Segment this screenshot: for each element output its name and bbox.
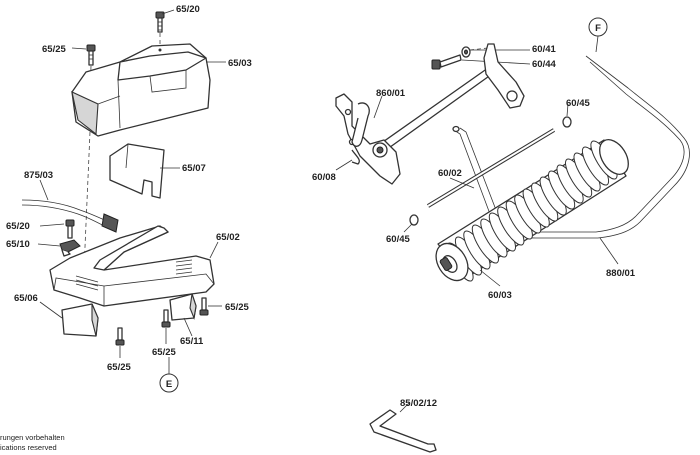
- label-65-25-right: 65/25: [225, 302, 249, 313]
- washer-60-45-right: [562, 116, 572, 128]
- screw-65-25-bottom-left: [115, 327, 125, 346]
- label-60-03: 60/03: [488, 290, 512, 301]
- foot-65-11: [169, 293, 197, 321]
- reference-f-circle: F: [588, 17, 608, 37]
- top-cover-65-03: [71, 43, 211, 137]
- label-60-45-right: 60/45: [566, 98, 590, 109]
- cable-875-03: [21, 199, 119, 233]
- bolt-60-44: [431, 54, 462, 70]
- height-adjuster-860-01: [335, 43, 525, 185]
- hex-key-85-02-12: [369, 409, 437, 453]
- vent-slots: [75, 259, 193, 291]
- label-65-11: 65/11: [180, 336, 204, 347]
- label-65-10: 65/10: [6, 239, 30, 250]
- label-65-07: 65/07: [182, 163, 206, 174]
- foot-65-06: [61, 303, 99, 337]
- label-65-20-top: 65/20: [176, 4, 200, 15]
- axle-60-02: [426, 128, 556, 208]
- label-65-03: 65/03: [228, 58, 252, 69]
- clip-65-10: [59, 239, 81, 257]
- screw-65-20-mid: [65, 219, 75, 239]
- label-65-02: 65/02: [216, 232, 240, 243]
- label-65-25-bottom-left: 65/25: [107, 362, 131, 373]
- label-60-08: 60/08: [312, 172, 336, 183]
- label-875-03: 875/03: [24, 170, 53, 181]
- label-65-20-mid: 65/20: [6, 221, 30, 232]
- washer-60-45-left: [409, 214, 419, 226]
- housing-65-02: [49, 225, 215, 307]
- screw-65-25-topleft: [86, 44, 96, 66]
- label-60-45-left: 60/45: [386, 234, 410, 245]
- label-880-01: 880/01: [606, 268, 636, 279]
- roller-60-03: [435, 139, 629, 282]
- footer-line-1: rungen vorbehalten: [0, 433, 65, 442]
- screw-65-25-bottom-mid: [161, 309, 171, 328]
- shield-65-07: [109, 143, 165, 199]
- reference-f-label: F: [595, 23, 601, 34]
- reference-e-circle: E: [159, 373, 179, 393]
- label-65-25-bottom-mid: 65/25: [152, 347, 176, 358]
- clip-60-08: [351, 102, 370, 165]
- screw-65-25-right: [199, 297, 209, 316]
- label-60-02: 60/02: [438, 168, 462, 179]
- label-60-41: 60/41: [532, 44, 556, 55]
- label-65-06: 65/06: [14, 293, 38, 304]
- footer-line-2: ications reserved: [0, 443, 57, 452]
- label-65-25-topleft: 65/25: [42, 44, 66, 55]
- reference-e-label: E: [166, 379, 172, 390]
- screw-65-20-top: [155, 11, 165, 33]
- label-85-02-12: 85/02/12: [400, 398, 437, 409]
- washer-60-41: [461, 46, 471, 58]
- label-60-44: 60/44: [532, 59, 556, 70]
- label-860-01: 860/01: [376, 88, 406, 99]
